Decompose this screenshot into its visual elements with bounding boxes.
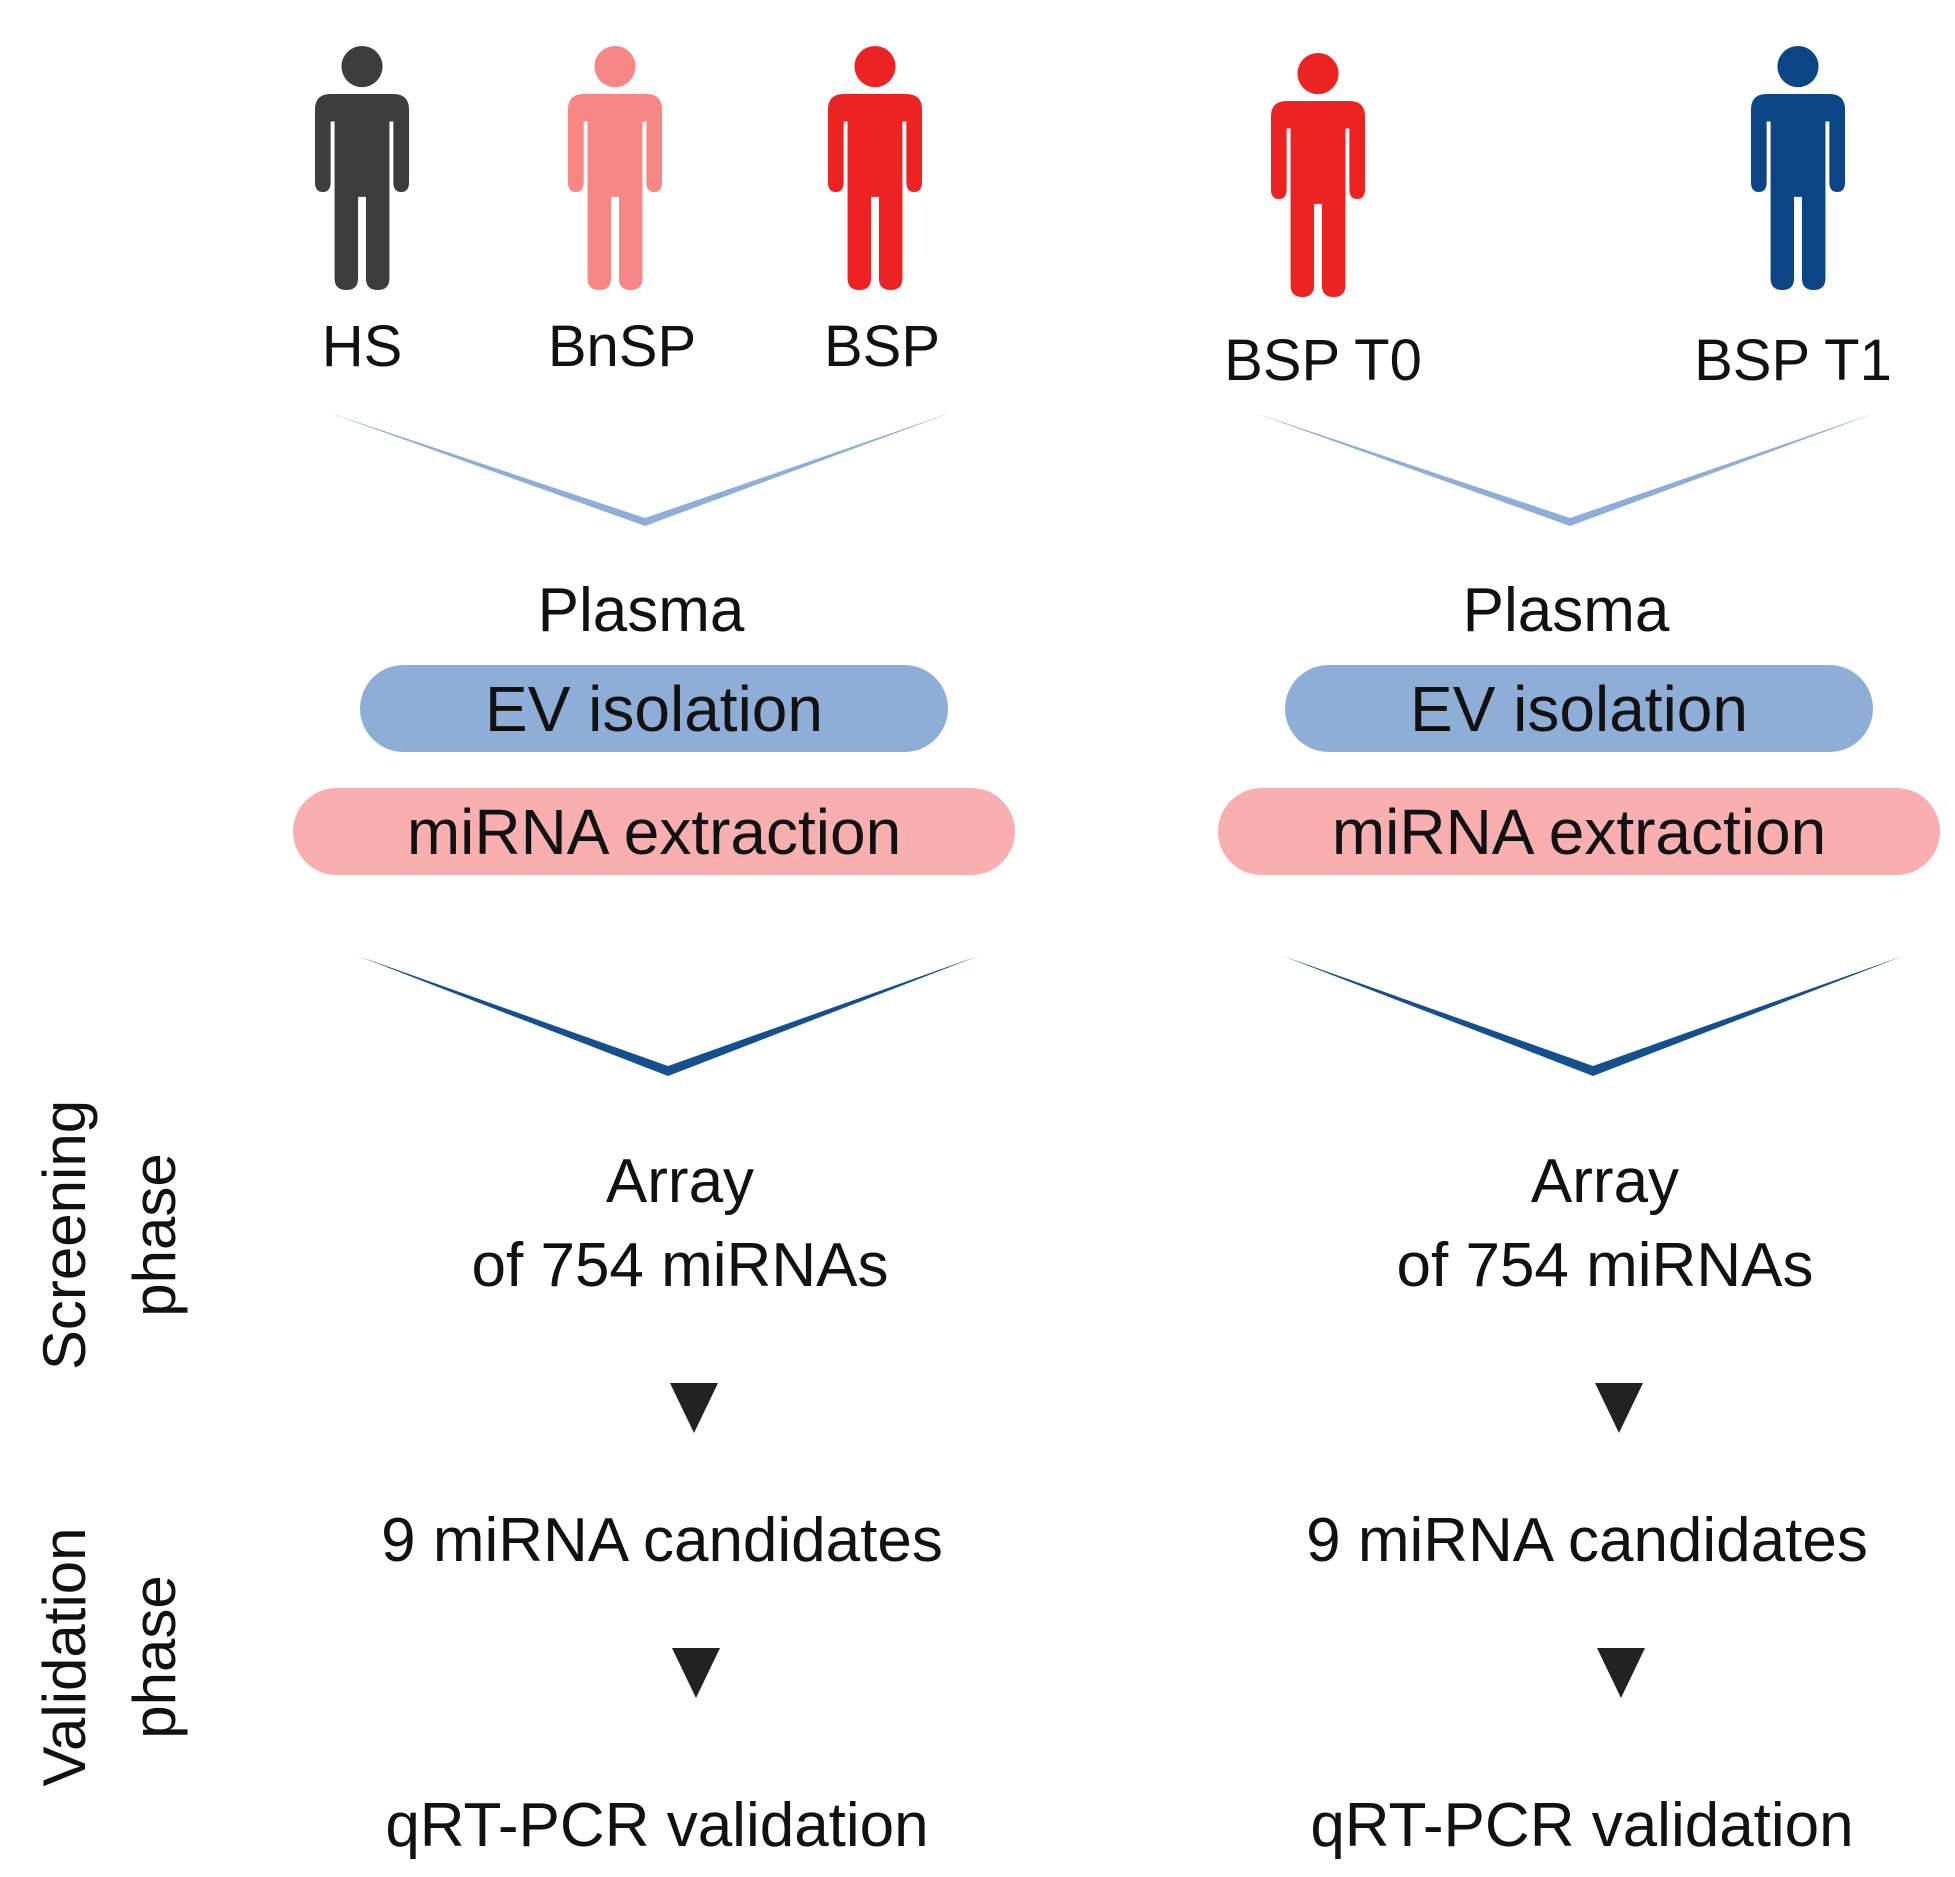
person-icon-bsp [825,45,925,290]
array-text-left: Array of 754 miRNAs [330,1140,1030,1308]
down-arrow-icon-left-2 [672,1648,720,1698]
array-line1-left: Array [605,1147,755,1216]
chevron-light-right [1255,413,1875,526]
plasma-label-left: Plasma [537,576,745,645]
validation-phase-line1: Validation [31,1527,98,1787]
validation-phase-line2: phase [121,1575,188,1739]
array-line2-right: of 754 miRNAs [1396,1231,1814,1300]
group-label-bnsp: BnSP [547,314,697,379]
validation-phase-label: Validation phase [20,1492,200,1822]
screening-phase-line1: Screening [31,1099,98,1371]
group-label-hs: HS [321,314,403,379]
ev-isolation-label-right: EV isolation [1410,672,1748,745]
person-icon-hs [312,45,412,290]
person-icon-bnsp [565,45,665,290]
down-arrow-icon-right-1 [1595,1383,1643,1433]
candidates-text-left: 9 miRNA candidates [381,1506,943,1575]
chevron-dark-left [358,956,978,1076]
ev-isolation-pill-left: EV isolation [360,665,948,752]
ev-isolation-pill-right: EV isolation [1285,665,1873,752]
qrtpcr-text-left: qRT-PCR validation [385,1791,929,1860]
person-icon-bsp-t0 [1268,52,1368,297]
group-label-bsp: BSP [823,314,941,379]
mirna-extraction-label-right: miRNA extraction [1331,795,1827,868]
mirna-extraction-label-left: miRNA extraction [406,795,902,868]
array-line2-left: of 754 miRNAs [471,1231,889,1300]
group-label-bsp-t0: BSP T0 [1224,328,1422,393]
chevron-light-left [330,413,950,526]
array-line1-right: Array [1530,1147,1680,1216]
candidates-text-right: 9 miRNA candidates [1306,1506,1868,1575]
qrtpcr-text-right: qRT-PCR validation [1310,1791,1854,1860]
down-arrow-icon-right-2 [1597,1648,1645,1698]
screening-phase-label: Screening phase [20,1070,200,1400]
mirna-extraction-pill-right: miRNA extraction [1218,788,1940,875]
mirna-extraction-pill-left: miRNA extraction [293,788,1015,875]
group-label-bsp-t1: BSP T1 [1694,328,1892,393]
screening-phase-line2: phase [121,1153,188,1317]
down-arrow-icon-left-1 [670,1383,718,1433]
array-text-right: Array of 754 miRNAs [1255,1140,1955,1308]
person-icon-bsp-t1 [1748,45,1848,290]
chevron-dark-right [1283,956,1903,1076]
plasma-label-right: Plasma [1462,576,1670,645]
ev-isolation-label-left: EV isolation [485,672,823,745]
